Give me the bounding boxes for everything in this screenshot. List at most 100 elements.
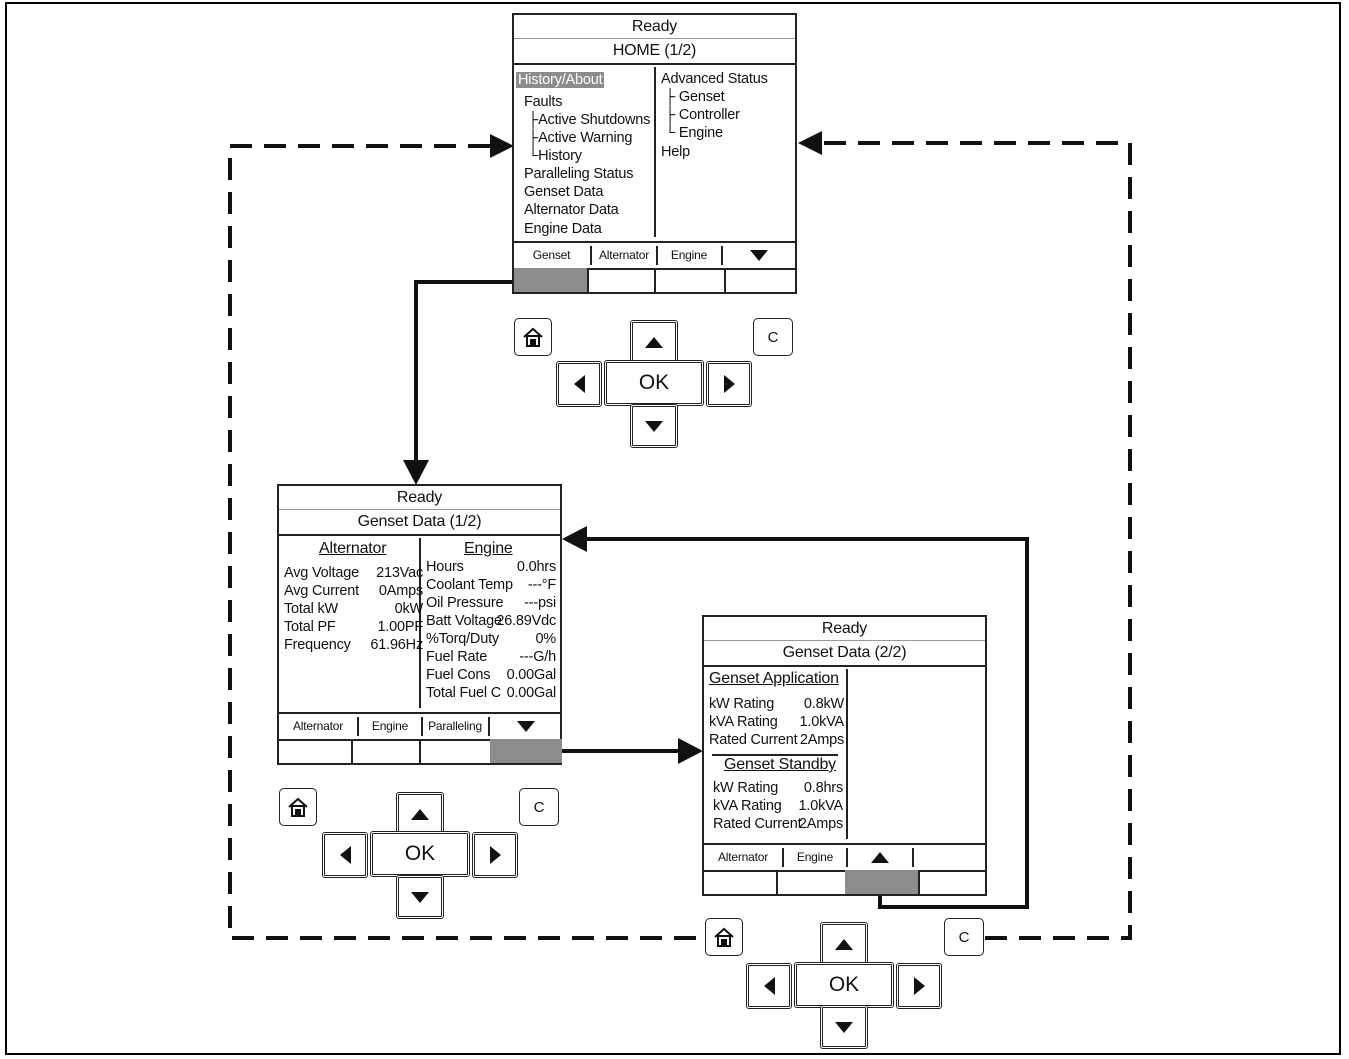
section-alternator: Alternator xyxy=(319,540,387,557)
ok-button[interactable]: OK xyxy=(794,962,894,1008)
row-value: 0.0hrs xyxy=(516,559,556,575)
row-label: Fuel Rate xyxy=(426,649,488,665)
right-arrow-button[interactable] xyxy=(472,832,518,878)
soft-key-blank[interactable] xyxy=(920,870,986,894)
menu-item-history[interactable]: └History xyxy=(528,148,582,164)
label-alternator: Alternator xyxy=(717,850,769,864)
up-arrow-button[interactable] xyxy=(820,922,868,966)
section-genset-standby: Genset Standby xyxy=(724,756,836,773)
row-value: ---°F xyxy=(527,577,556,593)
dashed-arrowhead-left xyxy=(490,134,514,158)
menu-item-history-about[interactable]: History/About xyxy=(516,72,605,88)
ok-button[interactable]: OK xyxy=(604,360,704,406)
soft-key-up[interactable] xyxy=(845,870,919,894)
menu-item-alternator-data[interactable]: Alternator Data xyxy=(524,202,619,218)
soft-key-alternator[interactable] xyxy=(279,739,351,763)
home-icon[interactable] xyxy=(514,318,552,356)
soft-key-engine[interactable] xyxy=(656,268,724,292)
chevron-down-icon xyxy=(491,714,561,739)
genset-data-1-screen: Ready Genset Data (1/2) Alternator Engin… xyxy=(277,484,562,765)
soft-key-row xyxy=(704,870,985,894)
row-label: Coolant Temp xyxy=(426,577,513,593)
row-label: kW Rating xyxy=(713,780,779,796)
screen-title: Genset Data (2/2) xyxy=(704,641,985,667)
soft-key-alternator[interactable] xyxy=(704,870,776,894)
down-arrow-button[interactable] xyxy=(396,875,444,919)
row-label: kVA Rating xyxy=(709,714,778,730)
row-value: 61.96Hz xyxy=(370,637,423,653)
row-label: Avg Voltage xyxy=(284,565,359,581)
arrowhead-down xyxy=(403,460,429,485)
screen-title: HOME (1/2) xyxy=(514,39,795,65)
soft-key-engine[interactable] xyxy=(353,739,419,763)
home-screen: Ready HOME (1/2) History/About Faults ├A… xyxy=(512,13,797,294)
c-button[interactable]: C xyxy=(519,788,559,826)
menu-item-genset-data[interactable]: Genset Data xyxy=(524,184,604,200)
menu-item-faults[interactable]: Faults xyxy=(524,94,563,110)
right-arrow-button[interactable] xyxy=(706,361,752,407)
up-arrow-button[interactable] xyxy=(630,320,678,364)
menu-item-help[interactable]: Help xyxy=(661,144,691,160)
button-label-bar: Genset Alternator Engine xyxy=(514,241,795,270)
label-engine: Engine xyxy=(796,850,834,864)
soft-key-engine[interactable] xyxy=(778,870,844,894)
row-value: 0% xyxy=(535,631,556,647)
row-label: %Torq/Duty xyxy=(426,631,499,647)
left-arrow-button[interactable] xyxy=(746,963,792,1009)
row-value: 0.8hrs xyxy=(803,780,843,796)
arrow-genset2-to-genset1 xyxy=(585,537,1029,909)
label-engine: Engine xyxy=(670,248,708,262)
ok-button[interactable]: OK xyxy=(370,831,470,877)
soft-key-more[interactable] xyxy=(490,739,562,763)
up-arrow-button[interactable] xyxy=(396,792,444,836)
menu-item-genset[interactable]: ├ Genset xyxy=(665,89,725,105)
soft-key-genset[interactable] xyxy=(514,268,588,292)
label-alternator: Alternator xyxy=(598,248,650,262)
dashed-return-path-right xyxy=(820,141,1132,940)
row-value: 0Amps xyxy=(378,583,423,599)
home-icon[interactable] xyxy=(279,788,317,826)
down-arrow-button[interactable] xyxy=(630,404,678,448)
menu-item-paralleling-status[interactable]: Paralleling Status xyxy=(524,166,634,182)
row-value: 2Amps xyxy=(798,816,843,832)
menu-item-advanced-status[interactable]: Advanced Status xyxy=(661,71,768,87)
status-bar: Ready xyxy=(279,486,560,510)
row-value: 1.0kVA xyxy=(798,798,844,814)
home-icon[interactable] xyxy=(705,918,743,956)
menu-item-controller[interactable]: ├ Controller xyxy=(665,107,740,123)
soft-key-alternator[interactable] xyxy=(589,268,654,292)
row-value: ---G/h xyxy=(519,649,556,665)
arrowhead-left xyxy=(562,526,587,552)
row-label: Rated Current xyxy=(709,732,798,748)
left-arrow-button[interactable] xyxy=(556,361,602,407)
row-label: Frequency xyxy=(284,637,351,653)
down-arrow-button[interactable] xyxy=(820,1005,868,1049)
screen-title: Genset Data (1/2) xyxy=(279,510,560,536)
left-arrow-button[interactable] xyxy=(322,832,368,878)
row-value: ---psi xyxy=(524,595,556,611)
c-button[interactable]: C xyxy=(944,918,984,956)
c-button[interactable]: C xyxy=(753,318,793,356)
status-bar: Ready xyxy=(514,15,795,39)
row-label: Total kW xyxy=(284,601,338,617)
soft-key-more[interactable] xyxy=(726,268,796,292)
column-divider xyxy=(419,538,421,708)
arrowhead-right xyxy=(678,738,703,764)
row-value: 213Vac xyxy=(376,565,423,581)
row-value: 0.00Gal xyxy=(506,667,557,683)
status-bar: Ready xyxy=(704,617,985,641)
soft-key-paralleling[interactable] xyxy=(421,739,489,763)
arrow-home-to-genset xyxy=(414,280,512,463)
row-label: Total PF xyxy=(284,619,336,635)
chevron-up-icon xyxy=(848,845,912,870)
button-label-bar: Alternator Engine Paralleling xyxy=(279,712,560,741)
menu-item-engine[interactable]: └ Engine xyxy=(665,125,723,141)
row-label: Total Fuel C xyxy=(426,685,501,701)
menu-item-active-warning[interactable]: ├Active Warning xyxy=(528,130,633,146)
menu-item-active-shutdowns[interactable]: ├Active Shutdowns xyxy=(528,112,651,128)
row-label: Fuel Cons xyxy=(426,667,491,683)
genset-data-2-screen: Ready Genset Data (2/2) Genset Applicati… xyxy=(702,615,987,896)
menu-item-engine-data[interactable]: Engine Data xyxy=(524,221,602,237)
right-arrow-button[interactable] xyxy=(896,963,942,1009)
